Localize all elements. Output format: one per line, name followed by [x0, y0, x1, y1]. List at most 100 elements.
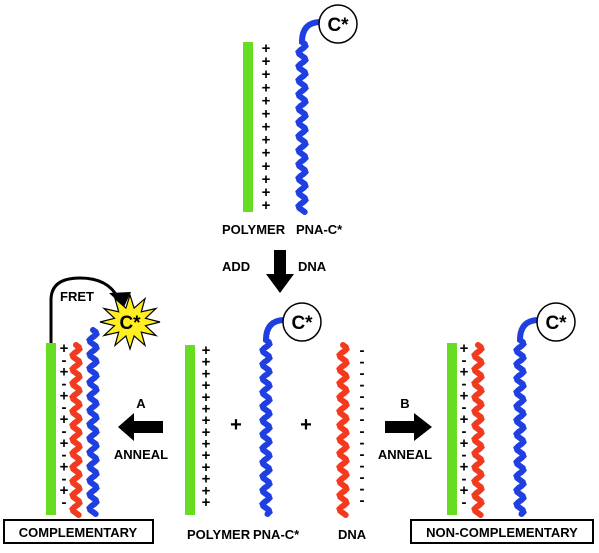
charge-sign: + [60, 482, 69, 499]
non-complementary-assembly: +-+-+-+-+-+-+- C* [447, 302, 576, 518]
minus-charge: - [360, 423, 365, 440]
charge-sign: + [460, 435, 469, 452]
fret-label: FRET [60, 289, 94, 304]
plus-charge: + [262, 40, 271, 57]
plus-charge: + [202, 447, 211, 464]
fret-arrow-head [109, 292, 131, 307]
charge-sign: - [462, 423, 467, 440]
top-fluorophore: C* [318, 4, 358, 44]
charge-sign: - [462, 470, 467, 487]
charge-sign: + [460, 387, 469, 404]
comp-dna-strand [69, 342, 83, 518]
charge-sign: - [462, 494, 467, 511]
charge-sign: + [60, 364, 69, 381]
anneal-a-label: ANNEAL [114, 447, 168, 462]
charge-sign: + [60, 459, 69, 476]
plus-charge: + [202, 459, 211, 476]
left-arrow [118, 413, 163, 441]
charge-sign: - [462, 376, 467, 393]
noncomp-pna-strand [513, 317, 542, 517]
plus-charge: + [262, 105, 271, 122]
noncomp-charge-signs: +-+-+-+-+-+-+- [460, 340, 469, 511]
anneal-b-step: B ANNEAL [378, 396, 432, 462]
fret-fluorophore-label: C* [119, 313, 141, 334]
plus-charge: + [262, 158, 271, 175]
center-assembly: ++++++++++++++ + C* + -------------- POL… [185, 302, 367, 542]
center-fluorophore: C* [282, 302, 322, 342]
plus-charge: + [262, 184, 271, 201]
center-pna-label: PNA-C* [253, 527, 300, 542]
noncomp-dna-strand [471, 342, 485, 518]
charge-sign: - [462, 447, 467, 464]
center-dna-label: DNA [338, 527, 367, 542]
complementary-label: COMPLEMENTARY [19, 525, 138, 540]
anneal-a-step: A ANNEAL [114, 396, 168, 462]
charge-sign: - [62, 423, 67, 440]
non-complementary-box: NON-COMPLEMENTARY [410, 519, 594, 544]
fret-curve-arrow [49, 276, 120, 343]
plus-charge: + [202, 424, 211, 441]
minus-charge: - [360, 377, 365, 394]
complementary-box: COMPLEMENTARY [3, 519, 154, 544]
minus-charge: - [360, 411, 365, 428]
minus-charge: - [360, 481, 365, 498]
charge-sign: + [460, 411, 469, 428]
plus-charge: + [202, 389, 211, 406]
charge-sign: + [60, 387, 69, 404]
plus-charge: + [262, 145, 271, 162]
minus-charge: - [360, 342, 365, 359]
plus-charge: + [202, 377, 211, 394]
center-fluorophore-label: C* [291, 313, 313, 334]
charge-sign: + [60, 411, 69, 428]
complementary-assembly: FRET C* +-+-+-+-+-+-+- [46, 276, 161, 518]
plus-sign-1: + [230, 414, 242, 436]
minus-charge: - [360, 469, 365, 486]
charge-sign: - [62, 399, 67, 416]
charge-sign: + [460, 364, 469, 381]
charge-sign: - [462, 352, 467, 369]
minus-charge: - [360, 492, 365, 509]
charge-sign: - [62, 352, 67, 369]
add-dna-step: ADD DNA [222, 250, 327, 293]
minus-charge: - [360, 365, 365, 382]
minus-charge: - [360, 457, 365, 474]
charge-sign: + [460, 340, 469, 357]
plus-sign-2: + [300, 414, 312, 436]
minus-charge: - [360, 434, 365, 451]
plus-charge: + [262, 171, 271, 188]
plus-charge: + [262, 132, 271, 149]
top-polymer-strand [243, 42, 253, 212]
charge-sign: - [462, 399, 467, 416]
comp-polymer-strand [46, 343, 56, 515]
plus-charge: + [202, 342, 211, 359]
anneal-b-label: ANNEAL [378, 447, 432, 462]
comp-charge-signs: +-+-+-+-+-+-+- [60, 340, 69, 511]
plus-charge: + [202, 494, 211, 511]
center-polymer-strand [185, 345, 195, 515]
top-pna-label: PNA-C* [296, 222, 343, 237]
center-polymer-charges: ++++++++++++++ [202, 342, 211, 511]
noncomp-fluorophore: C* [536, 302, 576, 342]
charge-sign: - [62, 376, 67, 393]
center-polymer-label: POLYMER [187, 527, 251, 542]
minus-charge: - [360, 388, 365, 405]
charge-sign: - [62, 470, 67, 487]
center-dna-charges: -------------- [360, 342, 365, 509]
plus-charge: + [262, 79, 271, 96]
top-polymer-label: POLYMER [222, 222, 286, 237]
charge-sign: + [60, 340, 69, 357]
right-arrow [385, 413, 432, 441]
plus-charge: + [202, 365, 211, 382]
charge-sign: + [460, 459, 469, 476]
charge-sign: - [62, 494, 67, 511]
charge-sign: - [62, 447, 67, 464]
plus-charge: + [202, 354, 211, 371]
plus-charge: + [202, 436, 211, 453]
non-complementary-label: NON-COMPLEMENTARY [426, 525, 578, 540]
center-pna-strand [259, 317, 288, 517]
top-polymer-charges: +++++++++++++ [262, 40, 271, 214]
minus-charge: - [360, 354, 365, 371]
charge-sign: + [460, 482, 469, 499]
